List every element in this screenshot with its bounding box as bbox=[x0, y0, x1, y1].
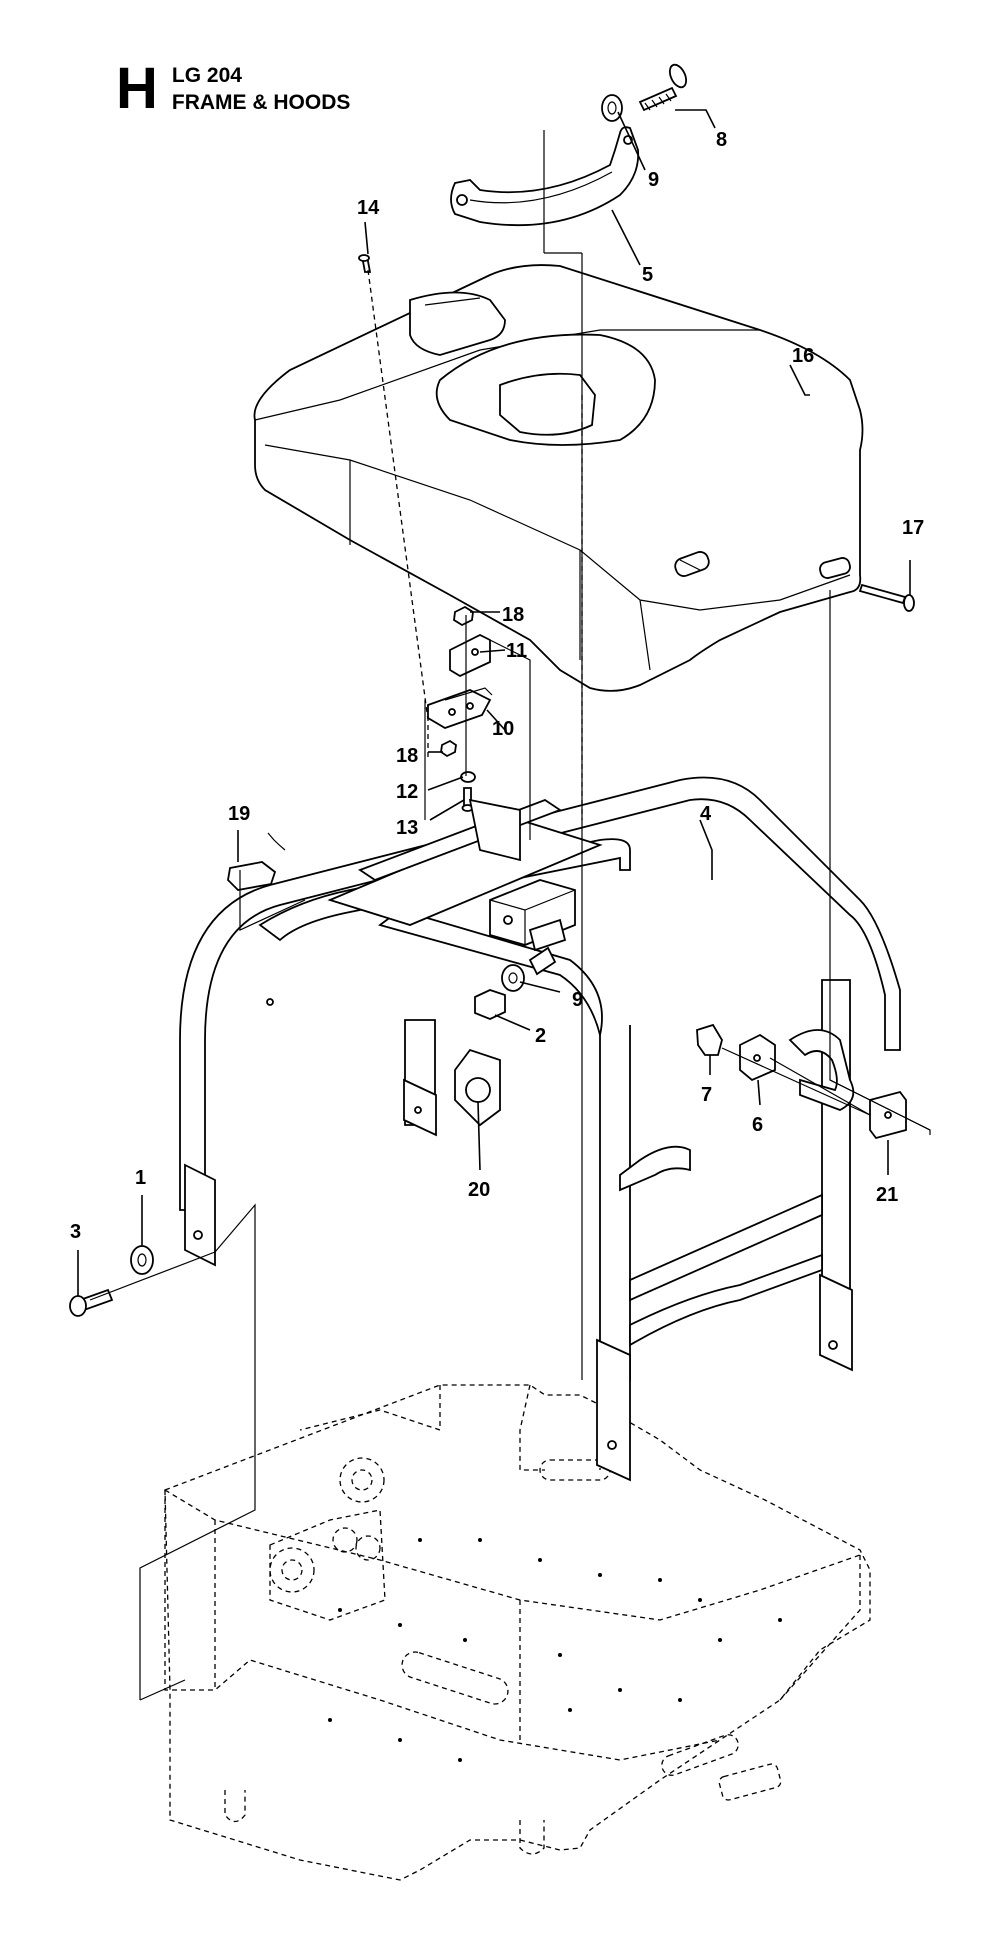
hinge-bracket-11 bbox=[449, 633, 491, 678]
callout-9-lower: 9 bbox=[572, 989, 583, 1011]
assembly-lines bbox=[89, 130, 931, 1701]
clip-6 bbox=[739, 1033, 776, 1082]
callout-14: 14 bbox=[357, 197, 380, 219]
pin-small bbox=[267, 832, 286, 851]
callout-16: 16 bbox=[792, 345, 814, 367]
callout-13: 13 bbox=[396, 817, 418, 839]
bolt-14 bbox=[358, 254, 372, 273]
nut-18-lower bbox=[440, 739, 457, 758]
washer-9-lower bbox=[501, 964, 525, 992]
callout-17: 17 bbox=[902, 517, 924, 539]
spacer-mid bbox=[528, 946, 557, 976]
nut-2 bbox=[474, 989, 506, 1020]
callout-8: 8 bbox=[716, 129, 727, 151]
plate-21 bbox=[869, 1090, 907, 1140]
callout-18-lower: 18 bbox=[396, 745, 418, 767]
callout-5: 5 bbox=[642, 264, 653, 286]
callout-4: 4 bbox=[700, 803, 712, 825]
callout-21: 21 bbox=[876, 1184, 898, 1206]
section-letter: H bbox=[116, 56, 158, 121]
washer-12 bbox=[460, 771, 476, 783]
base-plate-holes bbox=[328, 1538, 782, 1762]
washer-1 bbox=[130, 1245, 154, 1275]
page-title: FRAME & HOODS bbox=[171, 91, 351, 114]
roll-frame bbox=[179, 776, 901, 1482]
bolt-17 bbox=[858, 583, 915, 612]
callout-10: 10 bbox=[492, 718, 514, 740]
callout-1: 1 bbox=[135, 1167, 146, 1189]
nut-18-upper bbox=[453, 605, 474, 627]
bolt-8 bbox=[638, 63, 688, 112]
model-name: LG 204 bbox=[171, 64, 242, 87]
callout-7: 7 bbox=[701, 1084, 712, 1106]
callout-labels: 8 9 5 14 16 17 18 11 10 18 12 13 19 4 9 … bbox=[70, 129, 924, 1243]
callout-2: 2 bbox=[535, 1025, 546, 1047]
screw-13 bbox=[461, 787, 474, 812]
callout-leaders bbox=[77, 109, 911, 1296]
hood-cover bbox=[253, 264, 864, 692]
callout-18-upper: 18 bbox=[502, 604, 524, 626]
title-block: LG 204 FRAME & HOODS bbox=[172, 60, 351, 116]
base-plate-outline bbox=[164, 1384, 871, 1881]
callout-9-top: 9 bbox=[648, 169, 659, 191]
callout-20: 20 bbox=[468, 1179, 490, 1201]
hood-handle-bracket bbox=[450, 126, 640, 227]
callout-19: 19 bbox=[228, 803, 250, 825]
washer-9-top bbox=[601, 94, 623, 122]
clip-7 bbox=[696, 1023, 723, 1056]
callout-6: 6 bbox=[752, 1114, 763, 1136]
page-header: H LG 204 FRAME & HOODS bbox=[116, 60, 350, 118]
hinge-plate-10 bbox=[427, 687, 493, 729]
callout-12: 12 bbox=[396, 781, 418, 803]
callout-11: 11 bbox=[506, 640, 527, 662]
callout-3: 3 bbox=[70, 1221, 81, 1243]
